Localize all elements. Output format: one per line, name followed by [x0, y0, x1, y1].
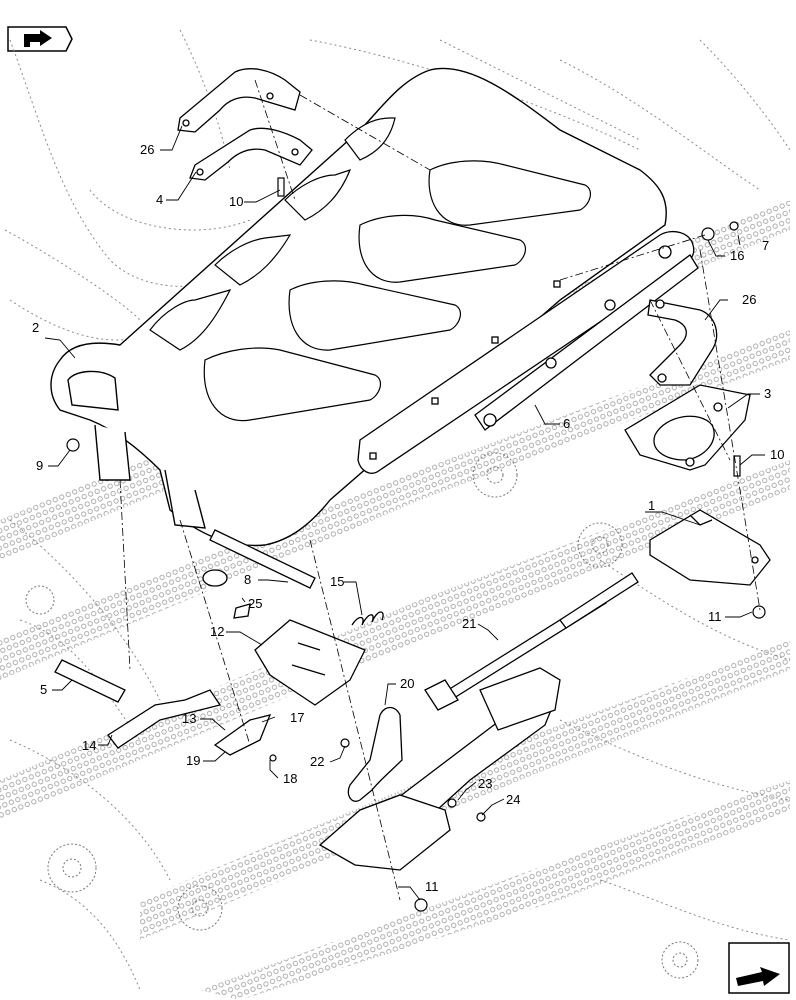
callout-labels: 1 2 3 4 5 6 7 8 9 10 10 11 11 12 13 14 1… [32, 142, 784, 894]
bracket-part-26-top [177, 68, 301, 133]
callout-21: 21 [462, 616, 476, 631]
callout-6: 6 [563, 416, 570, 431]
callout-12: 12 [210, 624, 224, 639]
return-arrow-icon [7, 26, 73, 52]
gas-spring-part-21 [424, 572, 639, 711]
bracket-part-1 [649, 509, 771, 586]
back-button[interactable] [6, 25, 74, 53]
plate-part-12 [254, 619, 366, 706]
callout-18: 18 [283, 771, 297, 786]
lower-linkage [318, 667, 561, 871]
callout-23: 23 [478, 776, 492, 791]
callout-20: 20 [400, 676, 414, 691]
callout-4: 4 [156, 192, 163, 207]
callout-8: 8 [244, 572, 251, 587]
callout-17: 17 [290, 710, 304, 725]
callout-16: 16 [730, 248, 744, 263]
plate-part-3 [624, 384, 751, 471]
callout-9: 9 [36, 458, 43, 473]
rod-part-8 [209, 529, 316, 589]
mounting-bar-part-6 [357, 231, 699, 474]
forward-arrow-icon [728, 942, 790, 994]
callout-11-bottom: 11 [425, 879, 439, 894]
callout-5: 5 [40, 682, 47, 697]
fasteners [66, 177, 766, 912]
spring-part-15 [351, 611, 384, 626]
sprockets [25, 452, 699, 979]
callout-14: 14 [82, 738, 96, 753]
lever-parts [107, 689, 272, 756]
cover-recesses [149, 117, 592, 422]
callout-24: 24 [506, 792, 520, 807]
plate-part-4 [189, 127, 313, 181]
callout-10-top: 10 [229, 194, 243, 209]
callout-3: 3 [764, 386, 771, 401]
callout-1: 1 [648, 498, 655, 513]
bushing-part-25 [202, 569, 251, 619]
callout-13: 13 [182, 711, 196, 726]
leader-lines [44, 125, 765, 901]
callout-25: 25 [248, 596, 262, 611]
callout-19: 19 [186, 753, 200, 768]
callout-10-right: 10 [770, 447, 784, 462]
callout-26-top: 26 [140, 142, 154, 157]
assembly-guide-lines [119, 79, 761, 901]
callout-11-right: 11 [708, 609, 722, 624]
pin-part-5 [54, 659, 126, 703]
callout-2: 2 [32, 320, 39, 335]
callout-7: 7 [762, 238, 769, 253]
callout-26-right: 26 [742, 292, 756, 307]
next-button[interactable] [728, 942, 790, 994]
callout-22: 22 [310, 754, 324, 769]
callout-15: 15 [330, 574, 344, 589]
